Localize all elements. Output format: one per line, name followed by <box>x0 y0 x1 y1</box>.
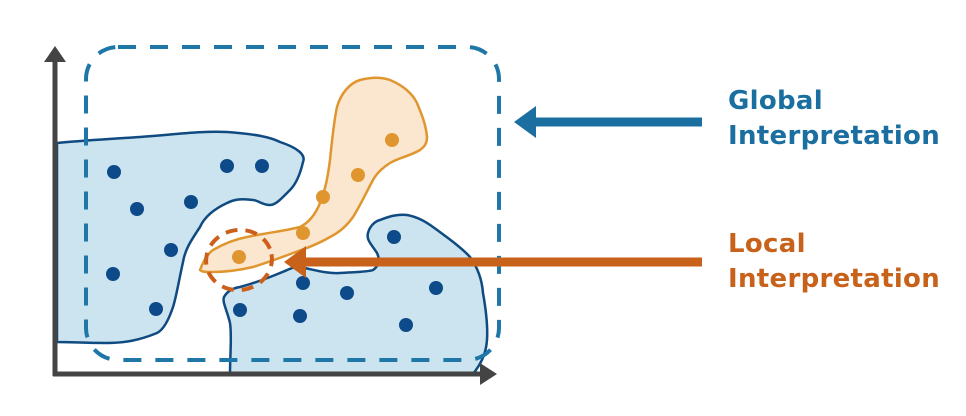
data-point <box>316 190 330 204</box>
class-region-right <box>222 213 489 376</box>
local-scope-ellipse <box>204 227 274 293</box>
data-point <box>351 168 365 182</box>
data-point <box>149 302 163 316</box>
orange-points <box>232 133 399 264</box>
data-point <box>429 281 443 295</box>
data-point <box>293 309 307 323</box>
data-point <box>130 202 144 216</box>
data-point <box>220 159 234 173</box>
data-point <box>296 226 310 240</box>
data-point <box>107 165 121 179</box>
data-point <box>296 276 310 290</box>
axes <box>44 46 497 385</box>
local-arrow <box>284 246 702 278</box>
data-point <box>399 318 413 332</box>
data-point <box>385 133 399 147</box>
x-axis-arrowhead <box>480 363 497 385</box>
data-point <box>233 303 247 317</box>
label-line: Global <box>728 86 823 116</box>
class-region-left <box>55 130 305 345</box>
data-point <box>340 286 354 300</box>
data-point <box>184 195 198 209</box>
data-point <box>164 243 178 257</box>
data-point <box>106 267 120 281</box>
local-interpretation-label: Local Interpretation <box>728 227 940 297</box>
label-line: Interpretation <box>728 264 941 294</box>
y-axis-arrowhead <box>44 46 66 62</box>
data-point <box>255 159 269 173</box>
global-scope-box <box>84 45 501 362</box>
data-point <box>232 250 246 264</box>
data-point <box>387 230 401 244</box>
class-region-orange <box>198 76 429 274</box>
label-line: Local <box>728 229 806 259</box>
global-arrow <box>514 106 702 138</box>
global-interpretation-label: Global Interpretation <box>728 84 940 154</box>
label-line: Interpretation <box>728 121 941 151</box>
blue-points <box>106 159 443 332</box>
